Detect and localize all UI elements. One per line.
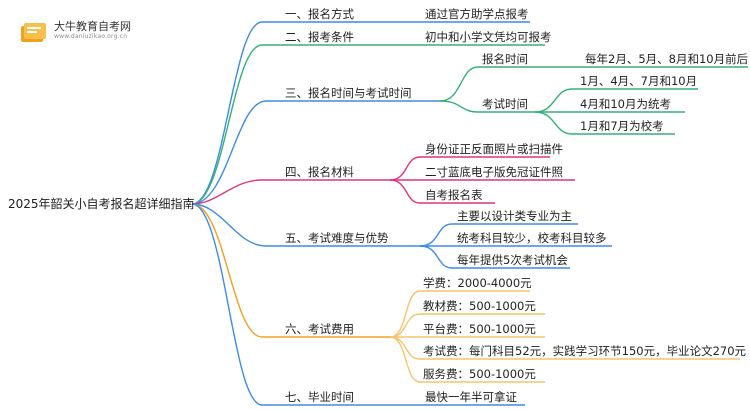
leaf-line-b5-3: [419, 245, 570, 269]
leaf-fees-textbook: 教材费：500-1000元: [423, 299, 536, 313]
connector-b6: [191, 203, 390, 338]
logo: 大牛教育自考网 www.daniuzikao.org.cn: [18, 18, 131, 48]
leaf-fees-platform: 平台费：500-1000元: [423, 322, 536, 336]
branch-label-fees: 六、考试费用: [285, 322, 354, 336]
leaf-fees-service: 服务费：500-1000元: [423, 367, 536, 381]
leaf-line-b3-sub2-3: [534, 111, 675, 135]
connector-b3-sub1: [439, 66, 560, 102]
leaf-conditions: 初中和小学文凭均可报考: [425, 30, 552, 44]
connector-b7: [191, 203, 390, 406]
connector-b3: [191, 100, 440, 205]
logo-title: 大牛教育自考网: [54, 20, 131, 33]
leaf-exam-time-1: 1月、4月、7月和10月: [580, 74, 698, 88]
connector-b5: [191, 203, 420, 247]
branch-label-schedule: 三、报名时间与考试时间: [285, 86, 412, 100]
book-logo-icon: [21, 23, 46, 42]
leaf-difficulty-3: 每年提供5次考试机会: [457, 253, 568, 267]
leaf-line-b6-2: [389, 313, 545, 338]
leaf-exam-time-2: 4月和10月为统考: [580, 97, 671, 111]
branch-label-conditions: 二、报考条件: [285, 30, 354, 44]
leaf-graduation: 最快一年半可拿证: [425, 390, 517, 404]
leaf-registration-time: 每年2月、5月、8月和10月前后: [585, 52, 749, 66]
leaf-materials-1: 身份证正反面照片或扫描件: [425, 142, 563, 156]
logo-url: www.daniuzikao.org.cn: [54, 33, 128, 40]
leaf-materials-3: 自考报名表: [425, 188, 483, 202]
root-topic: 2025年韶关小自考报名超详细指南: [8, 197, 195, 211]
sub-label-exam-time: 考试时间: [482, 97, 528, 111]
leaf-method: 通过官方助学点报考: [425, 7, 529, 21]
leaf-exam-time-3: 1月和7月为校考: [580, 119, 664, 133]
leaf-difficulty-2: 统考科目较少，校考科目较多: [457, 231, 607, 245]
sub-label-registration-time: 报名时间: [482, 52, 528, 66]
leaf-line-b6-1: [389, 290, 530, 338]
leaf-fees-tuition: 学费：2000-4000元: [423, 276, 532, 290]
leaf-line-b3-sub2-1: [534, 88, 698, 113]
leaf-line-b5-1: [419, 223, 578, 247]
branch-label-materials: 四、报名材料: [285, 165, 354, 179]
leaf-line-b6-5: [389, 336, 545, 383]
connector-b2: [191, 44, 390, 205]
leaf-line-b4-3: [389, 179, 495, 204]
leaf-difficulty-1: 主要以设计类专业为主: [457, 209, 572, 223]
leaf-fees-exam: 考试费：每门科目52元，实践学习环节150元，毕业论文270元: [423, 344, 747, 358]
leaf-line-b4-1: [389, 156, 550, 181]
connector-b4: [191, 179, 390, 205]
branch-label-difficulty: 五、考试难度与优势: [285, 231, 389, 245]
branch-label-method: 一、报名方式: [285, 7, 354, 21]
connector-b3-sub2: [439, 100, 535, 113]
connector-b1: [191, 21, 390, 205]
branch-label-graduation: 七、毕业时间: [285, 390, 354, 404]
leaf-materials-2: 二寸蓝底电子版免冠证件照: [425, 165, 563, 179]
